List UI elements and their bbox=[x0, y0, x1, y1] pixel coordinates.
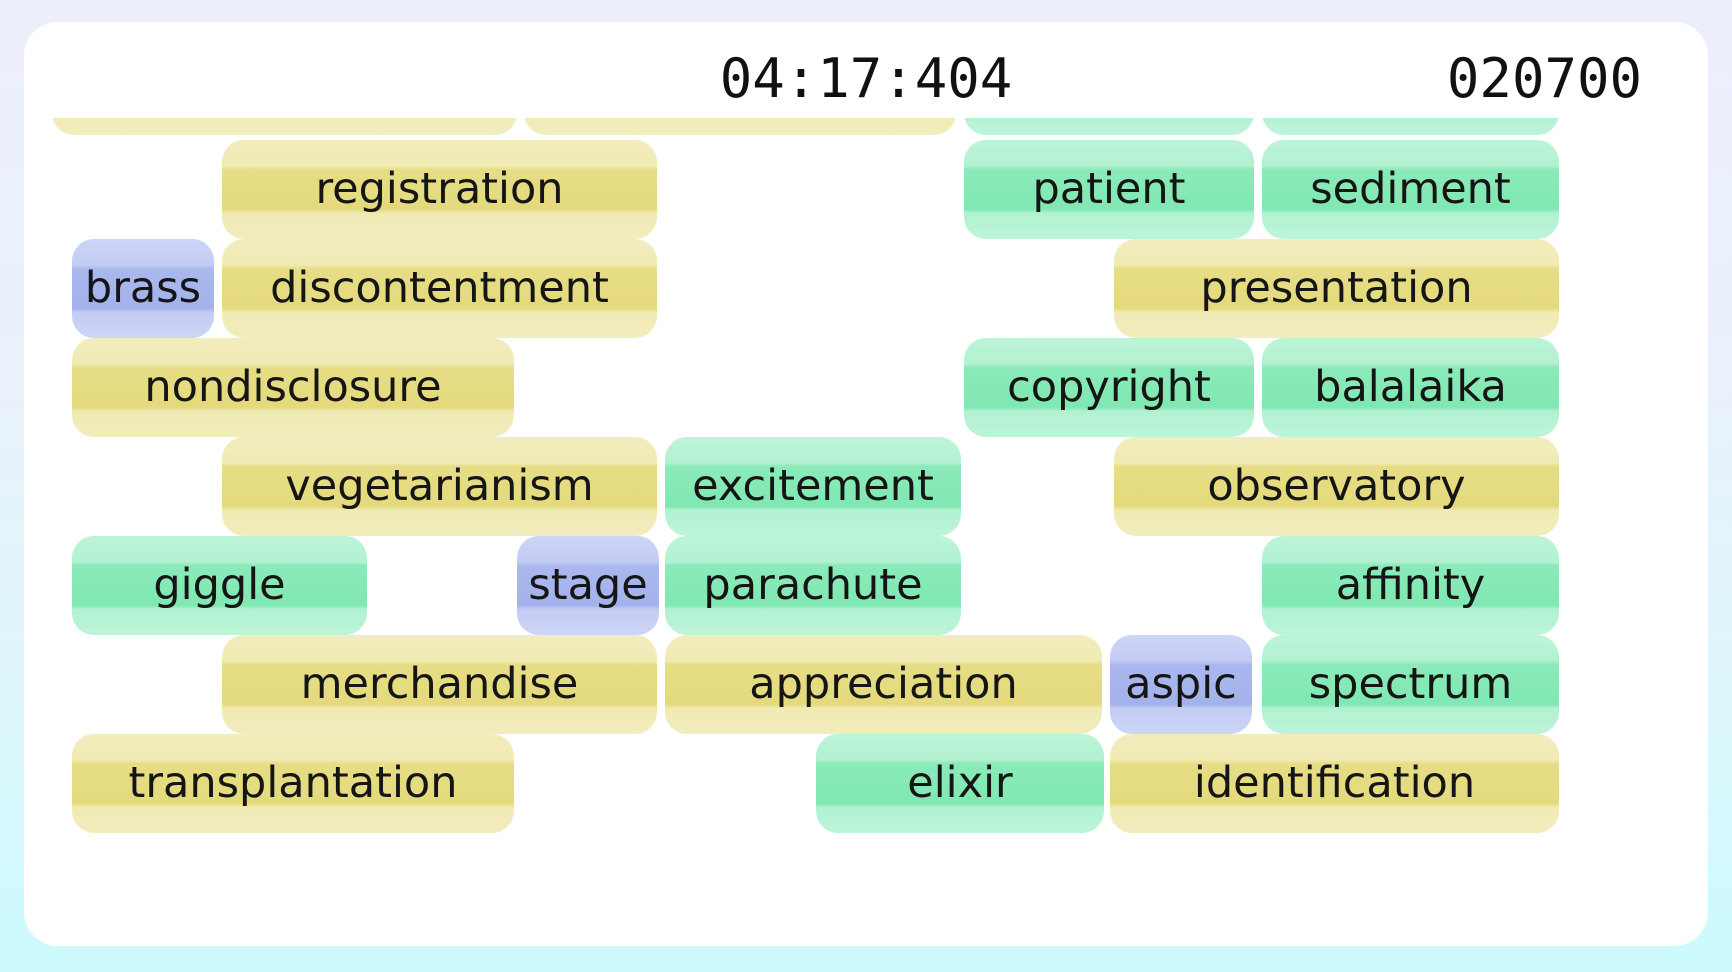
word-chip-label: registration bbox=[315, 164, 564, 214]
word-row: nondisclosure copyright balalaika bbox=[24, 338, 1708, 437]
word-chip[interactable]: appreciation bbox=[665, 635, 1102, 734]
word-chip-label: sediment bbox=[1310, 164, 1511, 214]
word-chip-label: vegetarianism bbox=[285, 461, 594, 511]
word-chip-label: identification bbox=[1193, 758, 1476, 808]
word-chip-label: discontentment bbox=[270, 263, 609, 313]
score-display: 020700 bbox=[1446, 47, 1642, 110]
word-chip-label: parachute bbox=[703, 560, 923, 610]
word-chip[interactable]: brass bbox=[72, 239, 214, 338]
word-chip[interactable]: stage bbox=[517, 536, 659, 635]
timer-display: 04:17:404 bbox=[719, 47, 1013, 110]
word-chip[interactable]: excitement bbox=[665, 437, 961, 536]
word-chip[interactable]: giggle bbox=[72, 536, 367, 635]
word-chip-label: nondisclosure bbox=[144, 362, 442, 412]
game-card: 04:17:404 020700 registration patient sedi… bbox=[24, 22, 1708, 946]
word-chip[interactable]: aspic bbox=[1110, 635, 1252, 734]
word-chip[interactable]: merchandise bbox=[222, 635, 657, 734]
word-chip[interactable]: affinity bbox=[1262, 536, 1559, 635]
word-chip[interactable]: identification bbox=[1110, 734, 1559, 833]
word-chip[interactable]: discontentment bbox=[222, 239, 657, 338]
word-row: vegetarianism excitement observatory bbox=[24, 437, 1708, 536]
word-chip-label: transplantation bbox=[128, 758, 458, 808]
word-row bbox=[24, 118, 1708, 135]
word-row: brass discontentment presentation bbox=[24, 239, 1708, 338]
word-chip[interactable]: presentation bbox=[1114, 239, 1559, 338]
word-chip[interactable]: nondisclosure bbox=[72, 338, 514, 437]
word-chip-label: merchandise bbox=[300, 659, 579, 709]
word-chip-label: copyright bbox=[1007, 362, 1211, 412]
word-row: merchandise appreciation aspic spectrum bbox=[24, 635, 1708, 734]
word-chip[interactable]: copyright bbox=[964, 338, 1254, 437]
word-chip[interactable]: transplantation bbox=[72, 734, 514, 833]
word-chip-label: balalaika bbox=[1314, 362, 1507, 412]
hud-header: 04:17:404 020700 bbox=[24, 22, 1708, 118]
word-board: registration patient sediment brass disconte… bbox=[24, 118, 1708, 946]
word-row: registration patient sediment bbox=[24, 140, 1708, 239]
word-chip[interactable]: parachute bbox=[665, 536, 961, 635]
word-chip-label: brass bbox=[84, 263, 202, 313]
word-chip[interactable]: patient bbox=[964, 140, 1254, 239]
word-chip-label: giggle bbox=[153, 560, 286, 610]
word-chip[interactable]: elixir bbox=[816, 734, 1104, 833]
word-chip-label: affinity bbox=[1335, 560, 1486, 610]
word-chip[interactable]: vegetarianism bbox=[222, 437, 657, 536]
word-chip-label: presentation bbox=[1200, 263, 1473, 313]
word-chip[interactable]: balalaika bbox=[1262, 338, 1559, 437]
word-chip-label: appreciation bbox=[749, 659, 1018, 709]
word-chip-label: aspic bbox=[1125, 659, 1237, 709]
word-chip-partial[interactable] bbox=[52, 118, 517, 135]
word-row: transplantation elixir identification bbox=[24, 734, 1708, 833]
word-chip-label: spectrum bbox=[1308, 659, 1513, 709]
word-chip-partial[interactable] bbox=[524, 118, 956, 135]
word-chip-partial[interactable] bbox=[964, 118, 1254, 135]
word-chip[interactable]: registration bbox=[222, 140, 657, 239]
word-chip-partial[interactable] bbox=[1262, 118, 1559, 135]
word-chip[interactable]: observatory bbox=[1114, 437, 1559, 536]
word-row: giggle stage parachute affinity bbox=[24, 536, 1708, 635]
word-chip[interactable]: spectrum bbox=[1262, 635, 1559, 734]
word-chip-label: patient bbox=[1032, 164, 1186, 214]
word-chip-label: elixir bbox=[907, 758, 1013, 808]
word-chip-label: stage bbox=[528, 560, 648, 610]
word-chip-label: observatory bbox=[1207, 461, 1466, 511]
word-chip-label: excitement bbox=[692, 461, 934, 511]
word-chip[interactable]: sediment bbox=[1262, 140, 1559, 239]
